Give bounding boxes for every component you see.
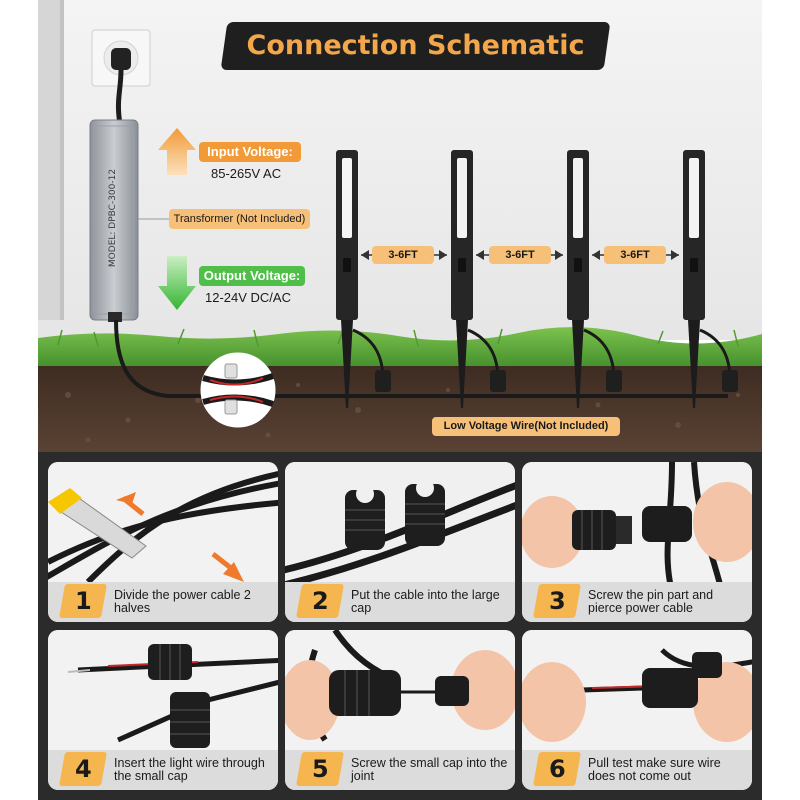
- page-title: Connection Schematic: [246, 30, 585, 61]
- stake-light-icon: [683, 150, 738, 408]
- wire-label: Low Voltage Wire(Not Included): [432, 417, 620, 436]
- transformer-icon: MODEL: DPBC-300-12: [89, 119, 139, 322]
- wall-edge: [38, 0, 60, 320]
- stake-light-icon: [567, 150, 622, 408]
- step-number: 5: [296, 752, 344, 786]
- step-text: Screw the small cap into the joint: [351, 756, 508, 783]
- step-caption: 2 Put the cable into the large cap: [285, 582, 515, 622]
- step-card-2: 2 Put the cable into the large cap: [285, 462, 515, 622]
- spacing-label-3: 3-6FT: [604, 246, 666, 264]
- stake-light-icon: [336, 150, 391, 408]
- power-cable: [115, 69, 124, 125]
- low-voltage-wire: [114, 319, 728, 398]
- stake-lights: [336, 150, 738, 408]
- soil-ground: [38, 366, 762, 452]
- spacing-label-2: 3-6FT: [489, 246, 551, 264]
- step-5-illustration: [285, 630, 515, 750]
- step-number: 4: [59, 752, 107, 786]
- step-caption: 1 Divide the power cable 2 halves: [48, 582, 278, 622]
- step-number: 2: [296, 584, 344, 618]
- output-voltage-value: 12-24V DC/AC: [205, 290, 291, 305]
- step-card-5: 5 Screw the small cap into the joint: [285, 630, 515, 790]
- step-card-6: 6 Pull test make sure wire does not come…: [522, 630, 752, 790]
- step-card-4: 4 Insert the light wire through the smal…: [48, 630, 278, 790]
- step-number: 1: [59, 584, 107, 618]
- transformer-label: Transformer (Not Included): [169, 209, 310, 229]
- step-3-illustration: [522, 462, 752, 582]
- step-2-illustration: [285, 462, 515, 582]
- step-text: Insert the light wire through the small …: [114, 756, 265, 783]
- step-number: 3: [533, 584, 581, 618]
- step-caption: 4 Insert the light wire through the smal…: [48, 750, 278, 790]
- step-text: Screw the pin part and pierce power cabl…: [588, 588, 714, 615]
- installation-steps: 1 Divide the power cable 2 halves 2 Put …: [38, 452, 762, 800]
- step-number: 6: [533, 752, 581, 786]
- wall-outlet-icon: [91, 29, 151, 87]
- spacing-label-1: 3-6FT: [372, 246, 434, 264]
- step-6-illustration: [522, 630, 752, 750]
- input-voltage-value: 85-265V AC: [211, 166, 282, 181]
- step-card-3: 3 Screw the pin part and pierce power ca…: [522, 462, 752, 622]
- output-voltage-label: Output Voltage:: [199, 266, 305, 286]
- step-text: Divide the power cable 2 halves: [114, 588, 251, 615]
- step-4-illustration: [48, 630, 278, 750]
- step-text: Pull test make sure wire does not come o…: [588, 756, 721, 783]
- step-caption: 6 Pull test make sure wire does not come…: [522, 750, 752, 790]
- connection-schematic: MODEL: DPBC-300-12 Connection Schematic …: [38, 0, 762, 452]
- step-card-1: 1 Divide the power cable 2 halves: [48, 462, 278, 622]
- up-arrow-icon: [158, 128, 196, 175]
- step-caption: 5 Screw the small cap into the joint: [285, 750, 515, 790]
- input-voltage-label: Input Voltage:: [199, 142, 301, 162]
- transformer-model: MODEL: DPBC-300-12: [108, 169, 118, 267]
- wire-connector-icon: [200, 352, 276, 428]
- down-arrow-icon: [158, 256, 196, 310]
- step-text: Put the cable into the large cap: [351, 588, 500, 615]
- stake-light-icon: [451, 150, 506, 408]
- step-caption: 3 Screw the pin part and pierce power ca…: [522, 582, 752, 622]
- step-1-illustration: [48, 462, 278, 582]
